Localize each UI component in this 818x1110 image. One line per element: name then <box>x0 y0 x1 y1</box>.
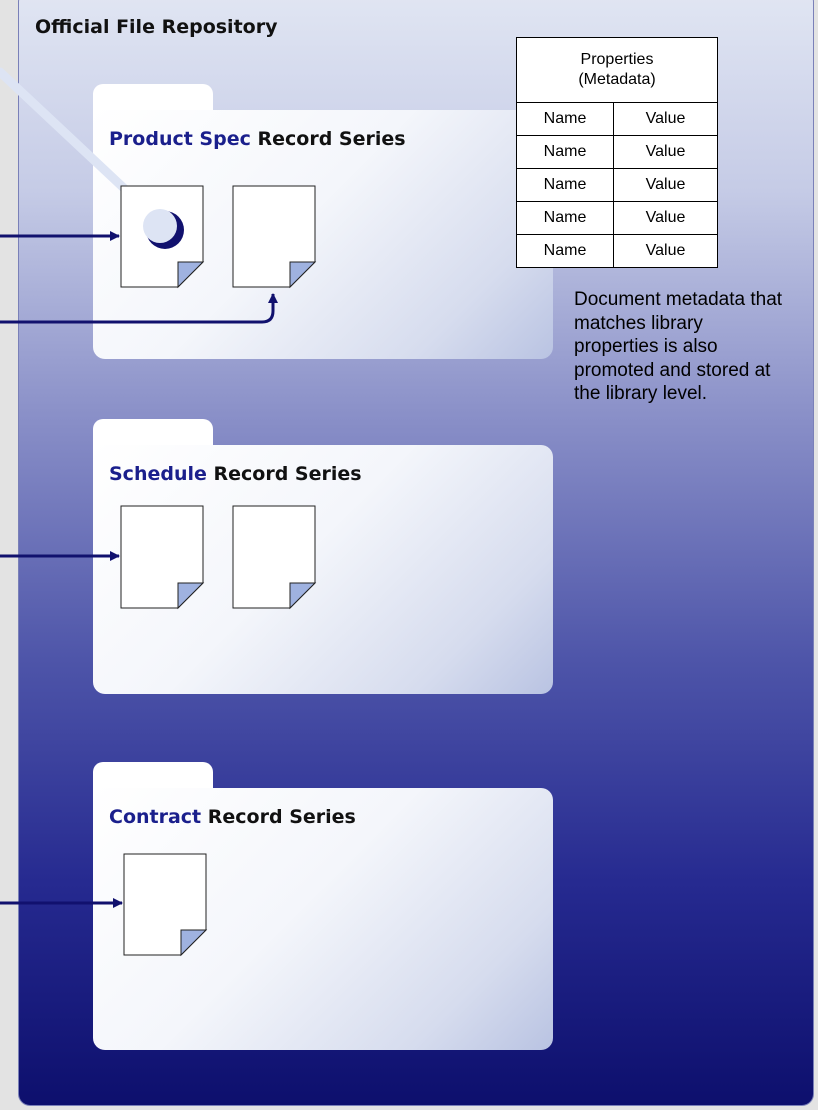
document-icon[interactable] <box>123 853 208 957</box>
property-value: Value <box>613 201 718 235</box>
repository-title: Official File Repository <box>35 16 278 38</box>
properties-metadata-table: Properties (Metadata) Name Value Name Va… <box>516 37 718 268</box>
property-row: Name Value <box>516 201 718 235</box>
incoming-arrow <box>0 293 278 324</box>
property-name: Name <box>516 201 614 235</box>
properties-header: Properties (Metadata) <box>516 37 718 103</box>
document-icon[interactable] <box>232 185 317 289</box>
property-value: Value <box>613 168 718 202</box>
document-icon[interactable] <box>232 505 317 610</box>
properties-header-line2: (Metadata) <box>578 71 656 88</box>
property-value: Value <box>613 234 718 268</box>
folder-title-suffix: Record Series <box>206 463 362 485</box>
folder-title-accent: Product Spec <box>109 128 251 150</box>
metadata-promotion-note: Document metadata that matches library p… <box>574 289 783 404</box>
property-row: Name Value <box>516 102 718 136</box>
folder-title-accent: Schedule <box>109 463 207 485</box>
folder-title-suffix: Record Series <box>201 806 356 828</box>
folder-title: Contract Record Series <box>109 806 356 828</box>
properties-header-line1: Properties <box>580 51 654 68</box>
folder-contract[interactable]: Contract Record Series <box>93 762 553 1050</box>
property-name: Name <box>516 135 614 169</box>
property-row: Name Value <box>516 135 718 169</box>
document-icon[interactable] <box>120 505 205 610</box>
property-name: Name <box>516 234 614 268</box>
folder-title: Schedule Record Series <box>109 463 362 485</box>
metadata-link-knob <box>143 209 177 243</box>
folder-title-accent: Contract <box>109 806 202 828</box>
property-value: Value <box>613 102 718 136</box>
folder-schedule[interactable]: Schedule Record Series <box>93 419 553 694</box>
property-name: Name <box>516 168 614 202</box>
property-row: Name Value <box>516 234 718 268</box>
property-row: Name Value <box>516 168 718 202</box>
property-name: Name <box>516 102 614 136</box>
folder-title: Product Spec Record Series <box>109 128 406 150</box>
folder-title-suffix: Record Series <box>250 128 406 150</box>
property-value: Value <box>613 135 718 169</box>
